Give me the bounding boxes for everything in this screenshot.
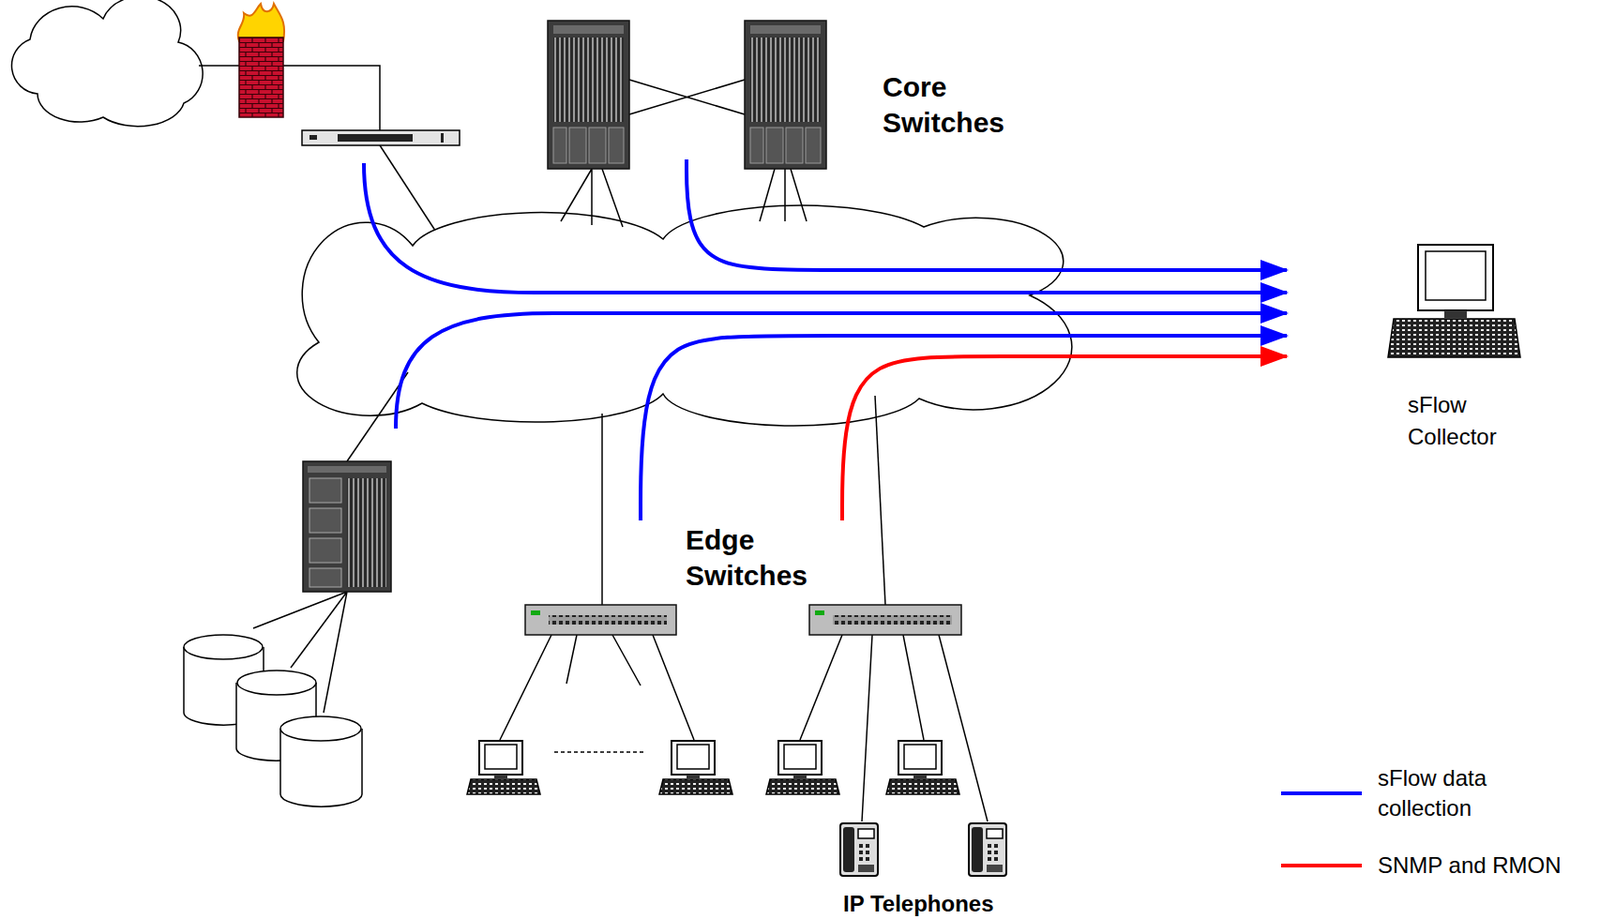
wan-wires — [198, 65, 441, 240]
legend-entry: sFlow data collection — [1280, 763, 1566, 825]
snmp-rmon-arrow — [842, 356, 1287, 521]
internet-cloud — [11, 0, 203, 127]
collector-computer — [1388, 244, 1521, 358]
edge-wires — [499, 395, 988, 822]
collector-node: sFlow Collector — [1286, 239, 1545, 458]
router-symbol — [301, 130, 460, 146]
legend-entry: SNMP and RMON — [1280, 850, 1566, 881]
switch-group: Edge Switches — [520, 520, 971, 643]
legend: sFlow data collectionSNMP and RMON — [1280, 763, 1566, 907]
network-cloud — [297, 205, 1072, 426]
legend-text: sFlow data collection — [1377, 763, 1566, 825]
node-title: Core Switches — [882, 69, 1024, 140]
device-label: IP Telephones — [843, 890, 995, 918]
server-chassis — [302, 461, 392, 592]
core-switch-chassis — [547, 20, 827, 169]
legend-line-sample — [1280, 860, 1363, 871]
legend-line-sample — [1280, 788, 1363, 799]
legend-text: SNMP and RMON — [1377, 850, 1562, 881]
ip-phone-icons — [840, 823, 1007, 876]
sflow-arrow — [686, 159, 1287, 271]
firewall-symbol — [238, 3, 285, 118]
workstation-icons — [467, 740, 960, 795]
storage-disks — [183, 634, 363, 807]
sflow-flow-arrows — [363, 163, 1287, 429]
switch-group: Core Switches — [534, 11, 1032, 160]
edge-switch-chassis — [525, 604, 962, 635]
node-title: Edge Switches — [685, 522, 827, 593]
node-title: sFlow Collector — [1407, 389, 1525, 453]
sflow-arrow — [640, 335, 1287, 521]
server-wires — [253, 372, 408, 713]
